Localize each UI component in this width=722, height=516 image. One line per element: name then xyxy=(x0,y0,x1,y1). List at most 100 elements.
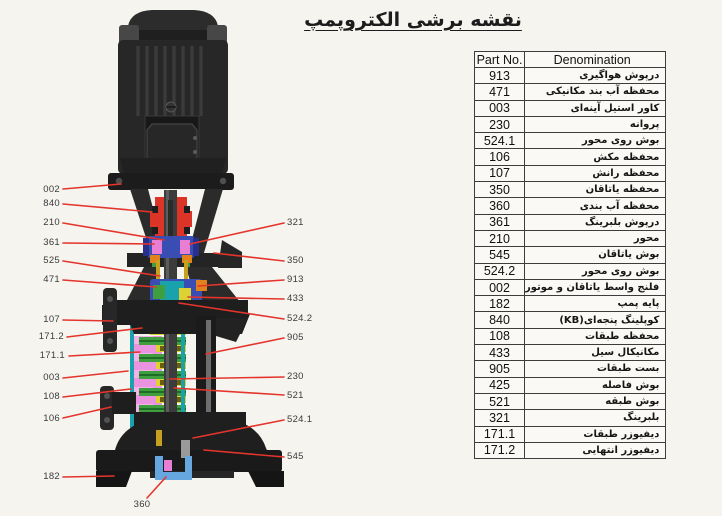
callout-label: 350 xyxy=(287,255,304,266)
callout-label: 230 xyxy=(287,371,304,382)
callout-label: 913 xyxy=(287,274,304,285)
part-no-cell: 106 xyxy=(474,148,525,166)
part-no-cell: 107 xyxy=(474,164,525,183)
denomination-cell: بوش روی محور xyxy=(523,262,667,280)
part-no-cell: 545 xyxy=(474,246,525,264)
denomination-cell: کاور استیل آینه‌ای xyxy=(523,99,667,117)
denomination-cell: محفظه مکش xyxy=(523,148,667,166)
stage-sleeve-left xyxy=(130,318,134,454)
part-no-cell: 210 xyxy=(474,229,525,248)
stage-part xyxy=(139,357,186,359)
stage-part xyxy=(176,380,181,385)
part-no-cell: 321 xyxy=(474,409,525,427)
stage-sleeve-right xyxy=(181,318,185,454)
denomination-cell: مکانیکال سیل xyxy=(523,344,667,362)
callout-label: 471 xyxy=(43,274,60,285)
callout-label: 171.2 xyxy=(38,331,64,342)
stage-stack xyxy=(133,336,186,421)
callout-label: 433 xyxy=(287,293,304,304)
callout-label: 002 xyxy=(43,184,60,195)
callout-label: 321 xyxy=(287,217,304,228)
part-no-cell: 182 xyxy=(474,295,525,313)
denomination-cell: پایه پمپ xyxy=(523,295,667,313)
denomination-cell: بوش فاصله xyxy=(523,376,667,394)
part-no-cell: 840 xyxy=(474,311,525,329)
part-no-header: Part No. xyxy=(474,51,525,68)
denomination-cell: محفظه آب بندی xyxy=(523,197,667,215)
stage-part xyxy=(139,391,186,393)
denomination-cell: محور xyxy=(523,229,667,248)
table-header-row: Part No. Denomination xyxy=(474,51,667,68)
callout-label: 840 xyxy=(43,198,60,209)
stage-part xyxy=(139,408,186,410)
stage-part xyxy=(160,363,165,368)
part-no-cell: 003 xyxy=(474,99,525,117)
denomination-header: Denomination xyxy=(523,51,667,68)
callout-label: 524.1 xyxy=(287,414,313,425)
tie-stud-right xyxy=(184,260,188,286)
denomination-cell: درپوش هواگیری xyxy=(523,66,667,85)
denomination-cell: محفظه آب بند مکانیکی xyxy=(523,83,667,101)
callout-label: 360 xyxy=(133,499,151,510)
stage-part xyxy=(176,346,181,351)
denomination-cell: محفظه طبقات xyxy=(523,327,667,346)
part-no-cell: 521 xyxy=(474,392,525,411)
denomination-cell: بوش طبقه xyxy=(523,392,667,411)
sealing-cup xyxy=(155,456,192,480)
part-no-cell: 230 xyxy=(474,115,525,134)
denomination-cell: بوش یاتاقان xyxy=(523,246,667,264)
stage-part xyxy=(160,346,165,351)
page-title: نقشه برشی الکتروپمپ xyxy=(304,9,522,31)
denomination-cell: بلبرینگ xyxy=(523,409,667,427)
shaft-bush-524 xyxy=(156,430,162,446)
callout-label: 521 xyxy=(287,390,304,401)
bearing-bush-545 xyxy=(181,440,190,458)
part-no-cell: 108 xyxy=(474,327,525,346)
stage-part xyxy=(176,363,181,368)
callout-label: 003 xyxy=(43,372,60,383)
callout-label: 905 xyxy=(287,332,304,343)
stage-part xyxy=(139,340,186,342)
stage-part xyxy=(176,397,181,402)
part-no-cell: 350 xyxy=(474,181,525,199)
stage-part xyxy=(139,374,186,376)
denomination-cell: بست طبقات xyxy=(523,360,667,378)
part-no-cell: 361 xyxy=(474,213,525,231)
part-no-cell: 171.2 xyxy=(474,441,525,460)
part-no-cell: 360 xyxy=(474,197,525,215)
callout-label: 210 xyxy=(43,217,60,228)
stage-part xyxy=(160,397,165,402)
denomination-cell: بوش روی محور xyxy=(523,132,667,150)
part-no-cell: 471 xyxy=(474,83,525,101)
denomination-cell: دیفیوزر انتهایی xyxy=(523,441,667,460)
part-no-cell: 524.1 xyxy=(474,132,525,150)
callout-label: 545 xyxy=(287,451,304,462)
part-no-cell: 425 xyxy=(474,376,525,394)
callout-label: 171.1 xyxy=(39,350,65,361)
denomination-cell: کوپلینگ پنجه‌ای(KB) xyxy=(523,311,667,329)
denomination-cell: پروانه xyxy=(523,115,667,134)
part-no-cell: 002 xyxy=(474,278,525,297)
